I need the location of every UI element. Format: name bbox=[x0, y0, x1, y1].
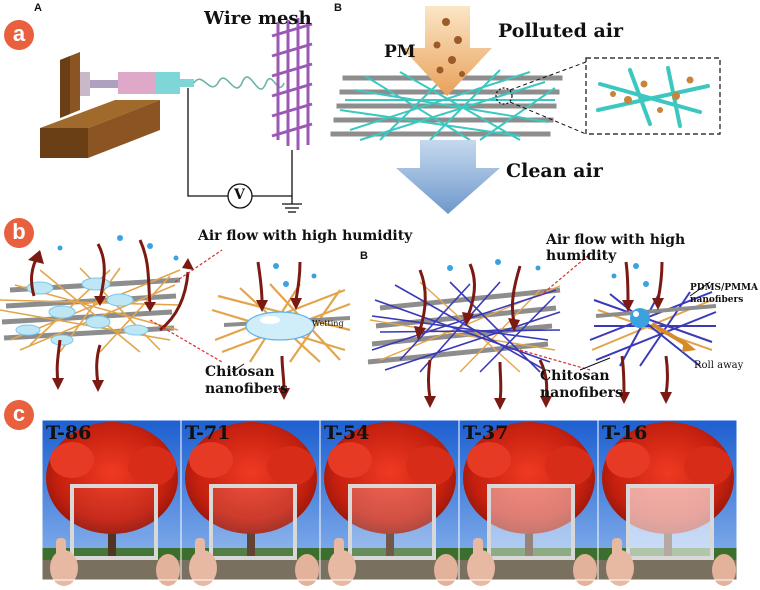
left-airflow-label: Air flow with high humidity bbox=[198, 228, 413, 244]
photo-panel bbox=[180, 419, 321, 586]
panel-a-right-subtitle: B bbox=[334, 2, 342, 14]
roll-away-label: Roll away bbox=[694, 360, 744, 371]
syringe-pump-block bbox=[40, 52, 160, 158]
roll-away-zoom bbox=[589, 291, 717, 367]
polluted-air-label: Polluted air bbox=[498, 20, 624, 42]
pm-label: PM bbox=[384, 42, 416, 62]
photo-label: T-37 bbox=[463, 422, 509, 444]
wetting-label: Wetting bbox=[312, 319, 344, 328]
hydrophilic-membrane bbox=[0, 267, 181, 353]
zoom-circle bbox=[495, 87, 513, 105]
panel-a-badge: a bbox=[4, 20, 34, 50]
panel-a-left-subtitle: A bbox=[34, 2, 42, 14]
clean-air-arrow bbox=[396, 140, 500, 214]
syringe bbox=[80, 72, 194, 96]
photo-panel bbox=[41, 419, 182, 586]
pdms-label: PDMS/PMMA nanofibers bbox=[690, 283, 758, 305]
left-water-drops bbox=[57, 235, 179, 261]
wetting-zoom bbox=[211, 283, 351, 363]
photo-panel bbox=[458, 419, 599, 586]
clean-air-label: Clean air bbox=[506, 160, 603, 182]
fiber-inset bbox=[585, 57, 721, 135]
wire-mesh-collector bbox=[271, 16, 313, 150]
photo-label: T-71 bbox=[185, 422, 231, 444]
voltage-circuit bbox=[187, 88, 302, 213]
right-airflow-arrows bbox=[418, 263, 549, 401]
photo-panel bbox=[597, 419, 738, 586]
right-chitosan-label: Chitosan nanofibers bbox=[540, 368, 623, 401]
panel-b-right-subtitle: B bbox=[360, 250, 368, 262]
wire-mesh-label: Wire mesh bbox=[204, 8, 312, 29]
panel-c-badge: c bbox=[4, 400, 34, 430]
right-airflow-label: Air flow with high humidity bbox=[546, 232, 686, 264]
photo-panel bbox=[319, 419, 460, 586]
photo-label: T-16 bbox=[602, 422, 648, 444]
panel-b-badge: b bbox=[4, 218, 34, 248]
electrospinning-jet bbox=[193, 76, 285, 90]
photo-label: T-54 bbox=[324, 422, 370, 444]
voltage-symbol: V bbox=[234, 187, 245, 203]
left-chitosan-label: Chitosan nanofibers bbox=[205, 364, 288, 397]
hydrophobic-membrane bbox=[367, 281, 561, 373]
photo-label: T-86 bbox=[46, 422, 92, 444]
polluted-air-arrow bbox=[402, 6, 492, 96]
